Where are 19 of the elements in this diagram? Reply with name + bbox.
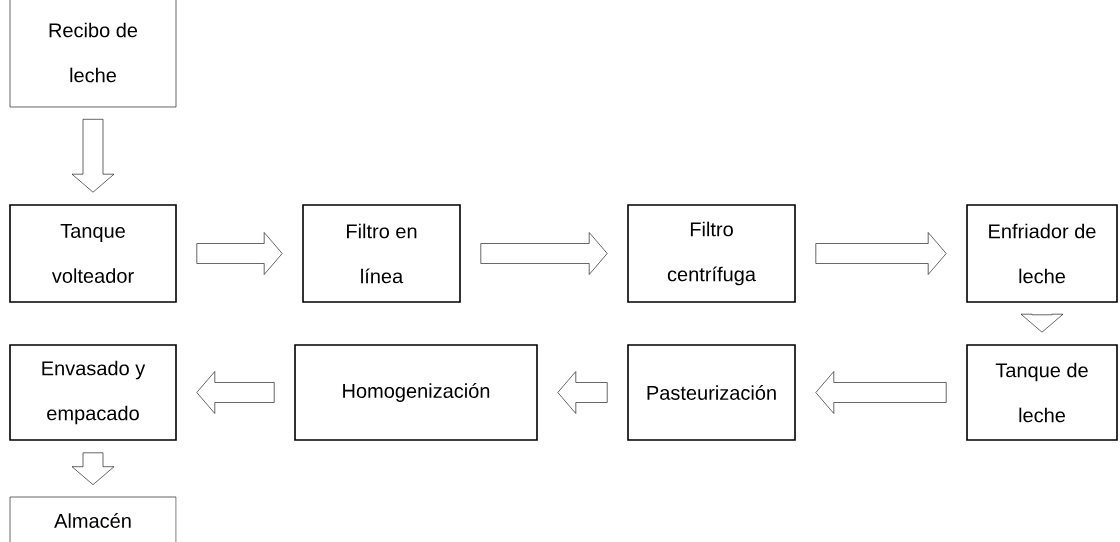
process-box: Tanque de leche xyxy=(966,344,1118,441)
process-box: Homogenización xyxy=(294,344,538,441)
block-arrow xyxy=(71,452,115,485)
process-box: Tanque volteador xyxy=(9,204,177,303)
block-arrow xyxy=(480,232,608,275)
block-arrow xyxy=(815,371,947,414)
process-box: Pasteurización xyxy=(627,344,796,441)
block-arrow xyxy=(196,371,275,414)
process-box: Filtro en línea xyxy=(302,204,461,303)
process-box: Recibo de leche xyxy=(9,0,177,108)
process-box: Enfriador de leche xyxy=(966,204,1118,303)
block-arrow xyxy=(557,371,608,414)
block-arrow xyxy=(1020,313,1064,333)
process-box: Filtro centrífuga xyxy=(627,204,796,303)
block-arrow xyxy=(71,119,115,193)
block-arrow xyxy=(815,232,947,275)
process-box: Envasado y empacado xyxy=(9,344,177,441)
block-arrow xyxy=(196,232,283,275)
process-box: Almacén xyxy=(9,496,177,542)
